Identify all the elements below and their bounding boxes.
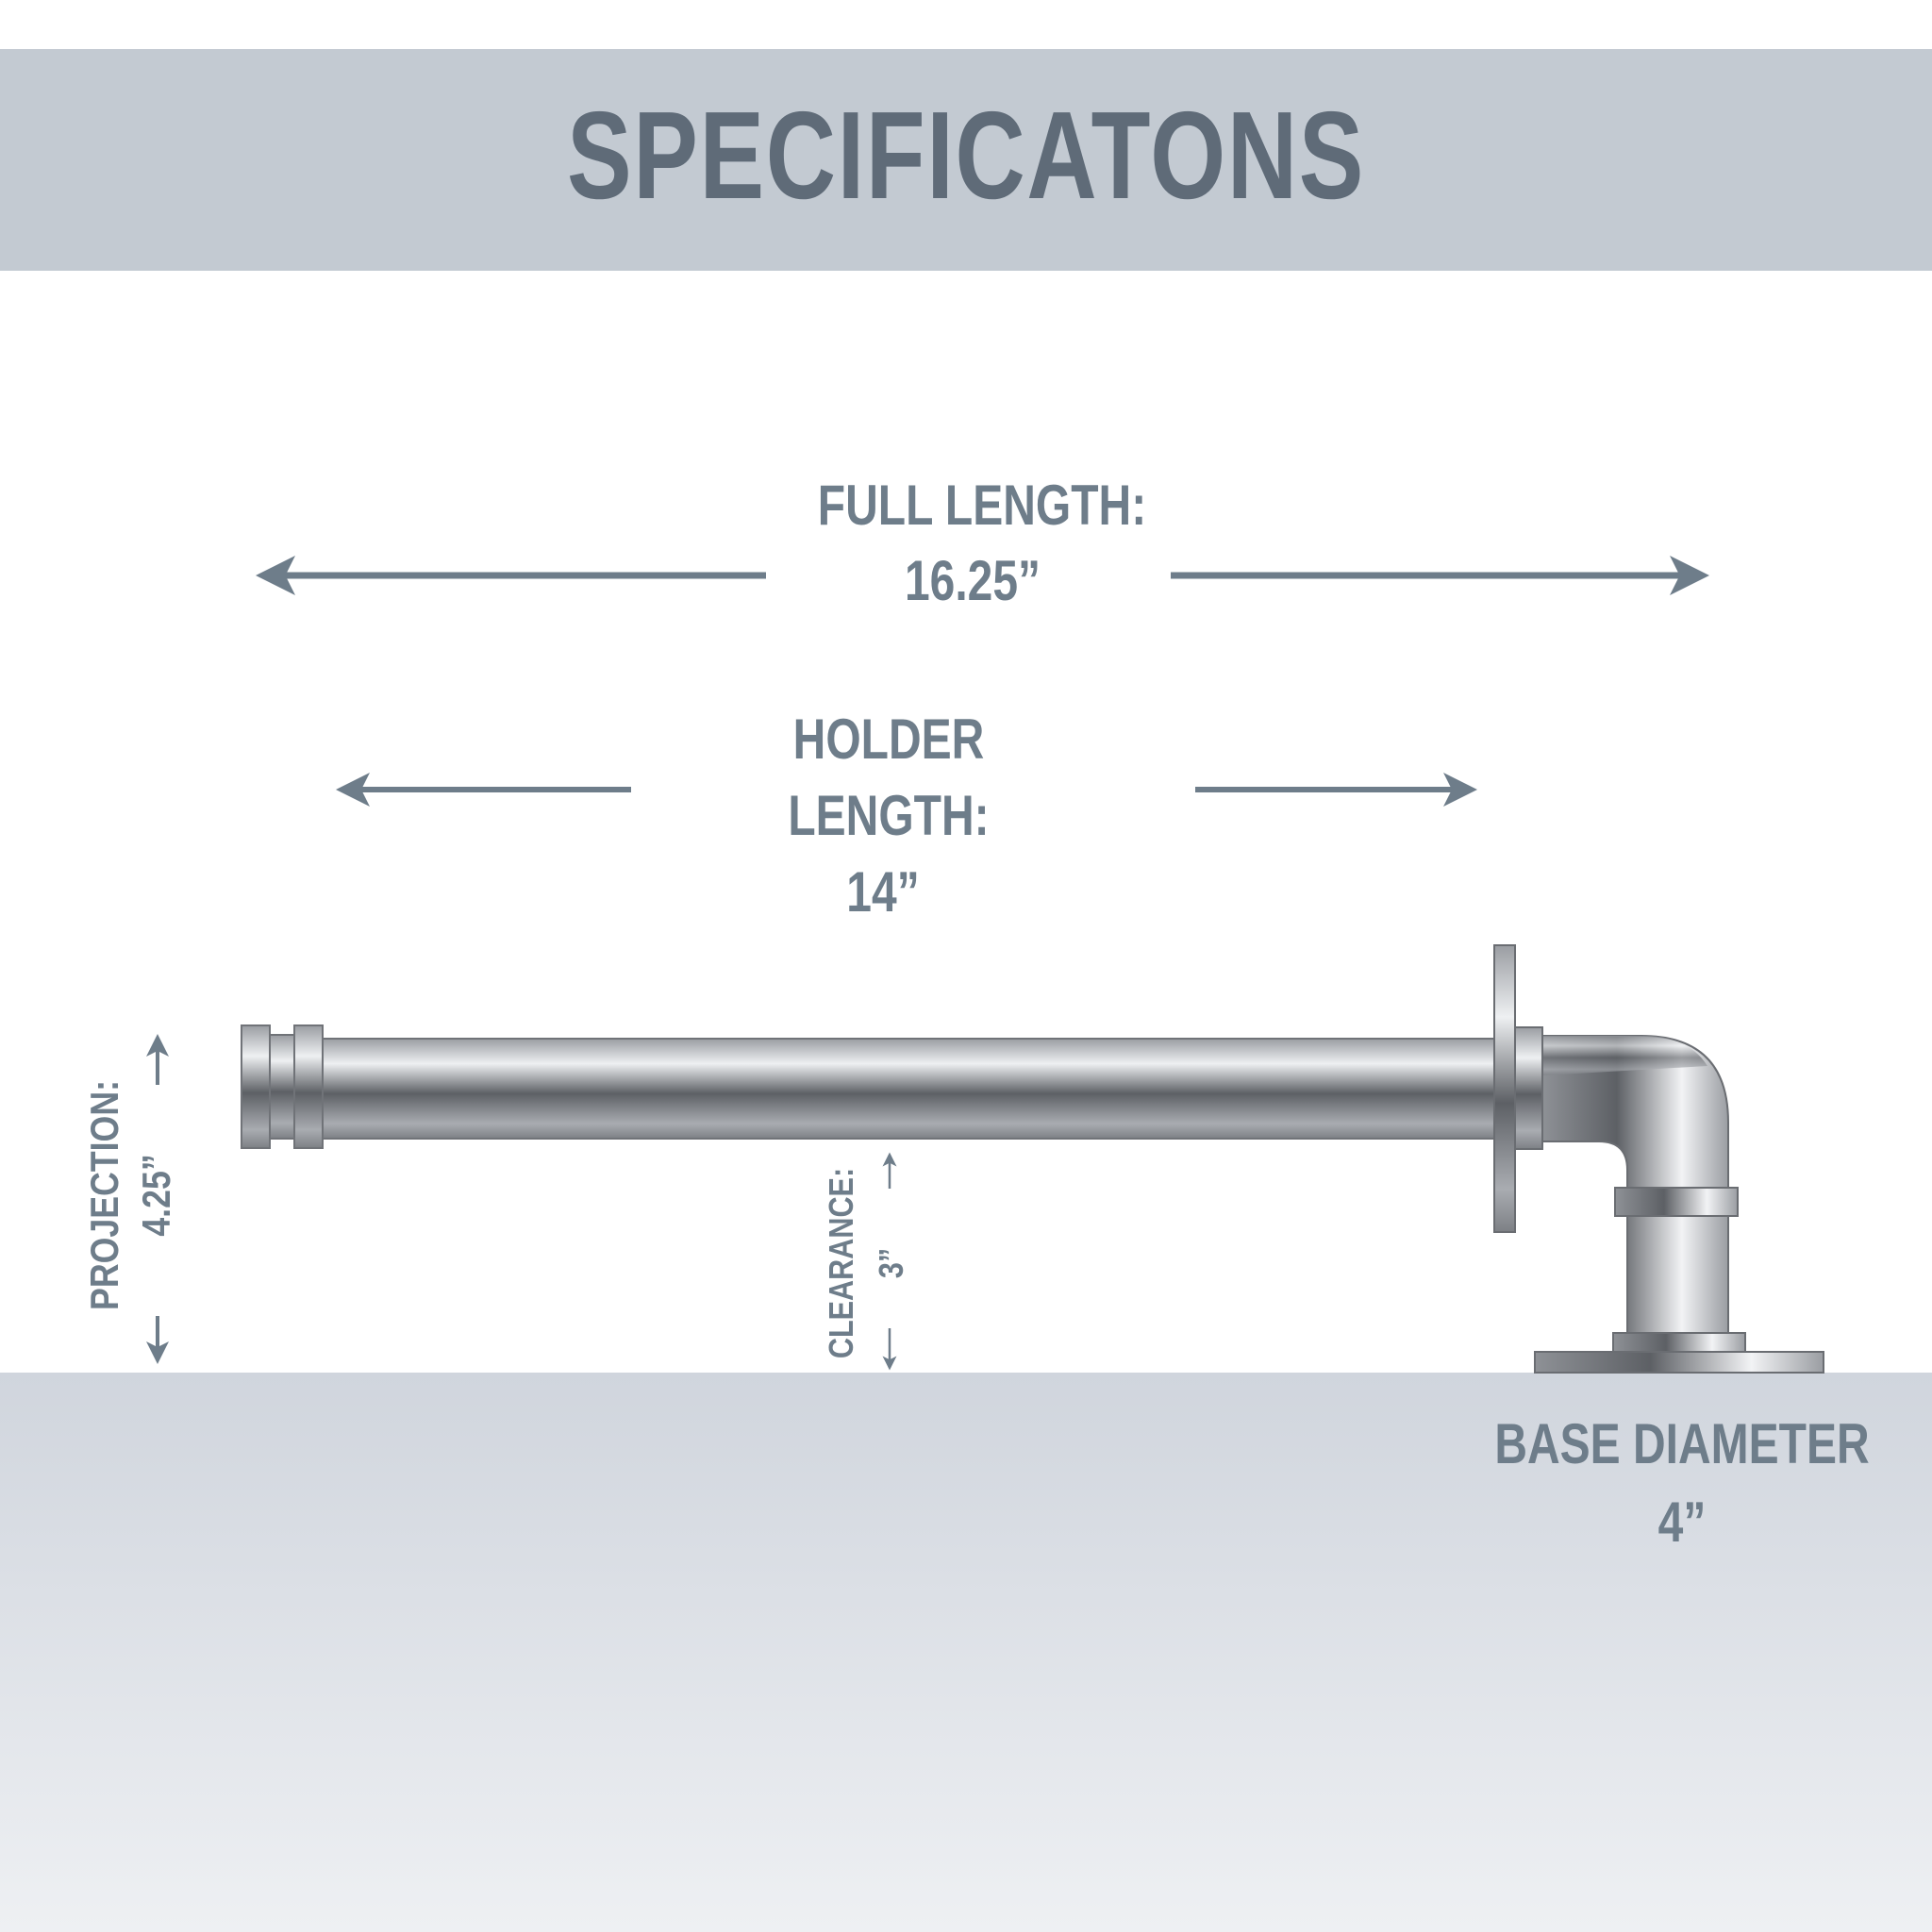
full-length-label: FULL LENGTH: [817,474,1147,537]
rod [320,1038,1501,1140]
clearance-label: CLEARANCE: [822,1167,860,1359]
base-diameter-label: BASE DIAMETER [1494,1412,1870,1475]
holder-length-value: 14” [846,860,920,924]
end-cap-inner [293,1024,324,1149]
base-collar [1612,1332,1746,1353]
base-diameter-value: 4” [1657,1491,1707,1554]
ring [1614,1187,1739,1217]
header-band [0,49,1932,271]
page-title: SPECIFICATONS [567,86,1365,225]
projection-label: PROJECTION: [82,1080,126,1310]
collar [1514,1026,1543,1150]
end-cap-neck [269,1034,295,1140]
clearance-value: 3” [872,1247,910,1279]
flange-plate [1493,944,1516,1233]
holder-length-label-line2: LENGTH: [788,784,990,847]
full-length-value: 16.25” [904,549,1041,612]
end-cap-outer [241,1024,271,1149]
projection-value: 4.25” [134,1154,178,1237]
holder-length-label-line1: HOLDER [792,708,985,771]
base-plate [1534,1351,1824,1374]
floor-surface [0,1373,1932,1932]
